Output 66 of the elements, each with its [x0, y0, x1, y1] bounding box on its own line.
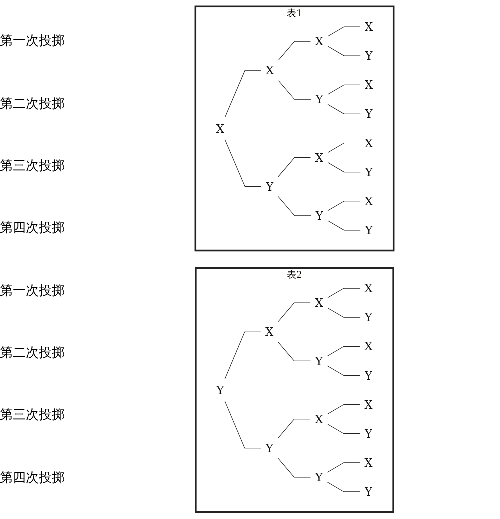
- connector: [225, 332, 262, 380]
- connector: [328, 308, 361, 318]
- connector: [328, 26, 361, 37]
- node-text: Y: [316, 92, 324, 107]
- node-text: X: [364, 398, 374, 412]
- node-text: Y: [365, 49, 374, 64]
- node-text: X: [266, 325, 274, 340]
- connector: [328, 346, 361, 357]
- row-label: 第一次投掷: [0, 33, 66, 50]
- node-text: Y: [365, 107, 374, 122]
- node-text: X: [316, 34, 324, 49]
- node-text: X: [364, 340, 374, 354]
- node-text: X: [365, 78, 374, 92]
- node-text: Y: [266, 441, 274, 456]
- connector: [328, 142, 361, 153]
- node-text: X: [315, 296, 324, 310]
- node-text: Y: [365, 426, 373, 441]
- connector: [278, 419, 311, 439]
- connector: [328, 482, 361, 492]
- node-text: Y: [365, 310, 373, 325]
- connector: [328, 46, 362, 56]
- connector: [328, 404, 361, 414]
- row-label: 第二次投掷: [0, 96, 66, 113]
- node-text: Y: [365, 485, 373, 499]
- node-text: Y: [365, 165, 374, 180]
- node-text: X: [365, 194, 374, 208]
- connector: [225, 401, 262, 449]
- connector: [225, 70, 262, 118]
- node-text: X: [364, 282, 374, 296]
- node-text: Y: [316, 208, 324, 223]
- node-text: Y: [316, 470, 324, 484]
- connector: [328, 366, 361, 376]
- node-text: X: [216, 122, 225, 136]
- connector: [328, 288, 361, 298]
- connector: [225, 139, 262, 188]
- connector: [278, 458, 312, 478]
- row-label: 第二次投掷: [0, 345, 66, 362]
- connector: [278, 302, 311, 322]
- node-text: Y: [365, 223, 374, 238]
- connector: [328, 201, 361, 212]
- node-text: X: [316, 150, 324, 165]
- row-label: 第四次投掷: [0, 470, 66, 487]
- node-text: X: [364, 456, 374, 470]
- connector: [278, 80, 312, 100]
- connector: [328, 104, 362, 114]
- node-text: X: [266, 64, 274, 78]
- connector: [278, 41, 312, 61]
- node-text: Y: [266, 180, 274, 194]
- connector: [278, 342, 312, 362]
- connector: [328, 84, 361, 95]
- connector: [328, 462, 361, 473]
- node-text: Y: [316, 354, 324, 368]
- connector: [328, 424, 361, 434]
- row-label: 第三次投掷: [0, 158, 66, 175]
- row-label: 第一次投掷: [0, 282, 66, 300]
- row-label: 第四次投掷: [0, 220, 66, 238]
- connector: [278, 196, 312, 216]
- connector: [328, 220, 362, 231]
- node-text: Y: [365, 368, 373, 383]
- row-label: 第三次投掷: [0, 407, 66, 424]
- node-text: X: [315, 412, 324, 426]
- connector: [328, 162, 362, 173]
- node-text: X: [365, 136, 374, 150]
- node-text: Y: [216, 383, 225, 398]
- connector: [278, 158, 312, 178]
- node-text: X: [365, 20, 374, 34]
